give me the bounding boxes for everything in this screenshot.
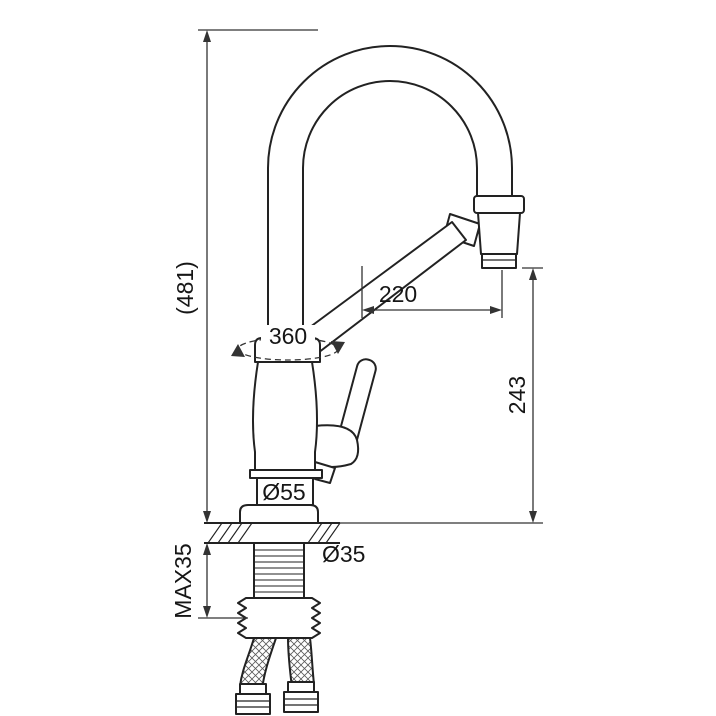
- body-step: [249, 469, 323, 479]
- supply-hose-left: [239, 637, 277, 691]
- handle-pivot: [314, 424, 360, 468]
- spray-head: [473, 195, 525, 269]
- base-escutcheon: [239, 504, 319, 524]
- hose-fitting-left: [235, 683, 271, 715]
- label-shank-diameter: Ø35: [322, 541, 365, 567]
- threaded-shank: [253, 542, 305, 599]
- label-overall-height: (481): [172, 261, 198, 315]
- supply-hose-right: [287, 637, 315, 689]
- faucet-outline: [204, 45, 525, 715]
- gooseneck-spout: [267, 45, 513, 351]
- dimension-deck-thickness: [198, 543, 248, 619]
- hose-fitting-right: [283, 681, 319, 713]
- countertop-section: [204, 522, 341, 544]
- label-swivel-angle: 360: [269, 323, 307, 349]
- label-outlet-height: 243: [504, 376, 530, 414]
- dimension-outlet-height: [340, 267, 543, 524]
- dimension-labels: (481) 220 360 243 Ø55 Ø35 MAX35: [170, 261, 530, 619]
- dimension-swivel: [231, 337, 345, 361]
- faucet-body: [252, 361, 318, 471]
- label-spout-reach: 220: [379, 281, 417, 307]
- dimension-spout-reach: [361, 266, 503, 318]
- label-max-deck-thickness: MAX35: [170, 543, 196, 618]
- label-base-diameter: Ø55: [262, 479, 305, 505]
- mounting-nut: [237, 597, 321, 639]
- dimension-overall-height: [198, 29, 318, 523]
- label-backing: [261, 325, 315, 348]
- body-neck: [256, 477, 314, 506]
